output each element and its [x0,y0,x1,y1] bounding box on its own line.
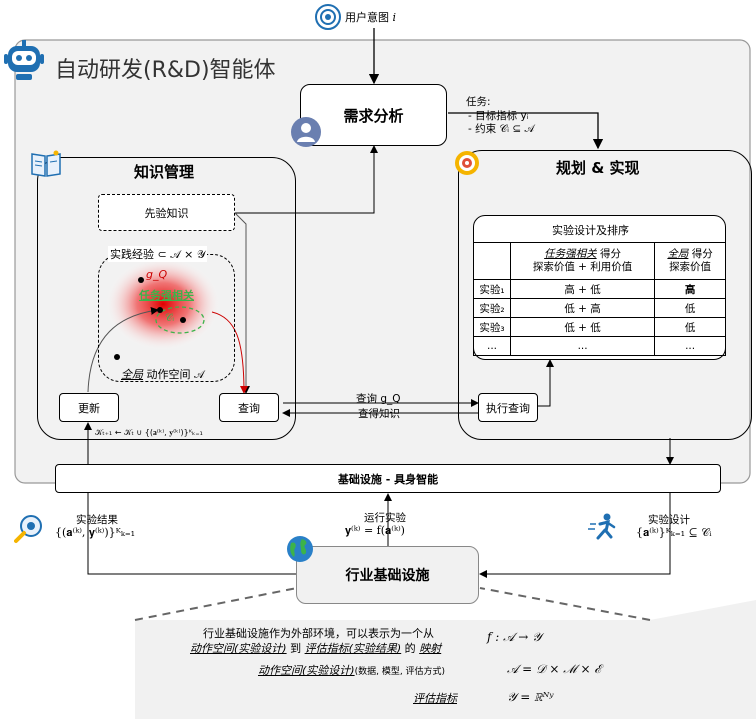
legend-line-4: 评估指标 [413,692,457,705]
task-goal: - 目标指标 yᵢ [468,110,529,122]
result-label: 实验结果 [76,514,118,526]
embodied-infra-bar[interactable]: 基础设施 - 具身智能 [55,464,721,493]
result-formula: {(𝐚⁽ᵏ⁾, 𝐲⁽ᵏ⁾)}ᴷₖ₌₁ [55,526,136,539]
table-row[interactable]: ... ... ... [473,336,726,356]
legend-line-1: 行业基础设施作为外部环境，可以表示为一个从 [203,627,434,640]
experiment-table-title: 实验设计及排序 [552,224,629,237]
planning-box [458,150,752,440]
person-icon [290,116,322,148]
legend-dashed-left [134,587,298,621]
update-formula: 𝒦ₜ₊₁ ← 𝒦ₜ ∪ {(𝐚⁽ᵏ⁾, 𝐲⁽ᵏ⁾)}ᴷₖ₌₁ [95,428,203,437]
legend-background [135,600,756,719]
run-formula: 𝐲⁽ᵏ⁾ = f(𝐚⁽ᵏ⁾) [345,524,405,537]
exec-query-button[interactable]: 执行查询 [478,393,538,422]
constraint-label: 𝒞ᵢ [165,313,175,324]
global-action-space-label: 全局 动作空间 𝒜 [121,368,205,381]
query-gq-label: 查询 g_Q [356,393,401,405]
practice-experience-label: 实践经验 ⊂ 𝒜 × 𝒴 [108,246,208,262]
gq-label: g_Q [146,268,168,281]
legend-formula-action-space: 𝒜 = 𝒟 × ℳ × ℰ [507,662,602,676]
user-intent-icon [314,3,342,31]
globe-icon [285,534,315,564]
prior-knowledge-label: 先验知识 [144,206,189,220]
exec-query-label: 执行查询 [486,401,530,415]
run-label: 运行实验 [364,512,406,524]
query-button[interactable]: 查询 [219,393,279,422]
get-knowledge-label: 查得知识 [358,408,400,420]
agent-title: 自动研发(R&D)智能体 [55,58,276,83]
design-formula: {𝐚⁽ᵏ⁾}ᴷₖ₌₁ ⊆ 𝒞ᵢ [636,526,712,539]
legend-formula-mapping: f : 𝒜 → 𝒴 [487,630,542,644]
gear-brain-icon [452,148,482,178]
requirement-analysis-title: 需求分析 [343,106,404,125]
task-related-label: 任务强相关 [139,289,194,302]
industry-infra-box[interactable]: 行业基础设施 [296,546,479,604]
book-icon [30,150,62,178]
robot-icon [2,38,46,82]
legend-formula-metric-space: 𝒴 = ℝᴺʸ [507,690,554,704]
magnifier-eye-icon [14,514,44,544]
legend-line-3: 动作空间(实验设计)(数据, 模型, 评估方式) [258,664,446,677]
table-row[interactable]: 实验₂ 低 + 高 低 [473,298,726,318]
knowledge-management-box [37,157,296,440]
table-row[interactable]: 实验₁ 高 + 低 高 [473,279,726,299]
legend-line-2: 动作空间(实验设计) 到 评估指标(实验结果) 的 映射 [190,642,442,655]
industry-infra-title: 行业基础设施 [345,568,430,584]
knowledge-title: 知识管理 [134,163,195,181]
prior-knowledge-box[interactable]: 先验知识 [98,194,235,231]
query-label: 查询 [238,401,260,415]
table-header-row: 任务强相关 得分 探索价值 + 利用价值 全局 得分 探索价值 [473,242,726,280]
table-row[interactable]: 实验₃ 低 + 低 低 [473,317,726,337]
legend-dashed-right [479,587,651,621]
user-intent-label: 用户意图 i [345,11,397,24]
running-person-icon [588,512,618,542]
design-label: 实验设计 [648,514,690,526]
embodied-infra-label: 基础设施 - 具身智能 [337,472,439,486]
constraint-ellipse [155,306,205,334]
update-label: 更新 [78,401,100,415]
requirement-analysis-box[interactable]: 需求分析 [300,84,447,146]
task-constraint: - 约束 𝒞ᵢ ⊆ 𝒜 [468,123,535,135]
experiment-table: 任务强相关 得分 探索价值 + 利用价值 全局 得分 探索价值 实验₁ 高 + … [473,242,726,356]
planning-title: 规划 & 实现 [556,159,640,177]
update-button[interactable]: 更新 [59,393,119,422]
task-related-heat [105,257,221,351]
task-label: 任务: [466,96,491,108]
